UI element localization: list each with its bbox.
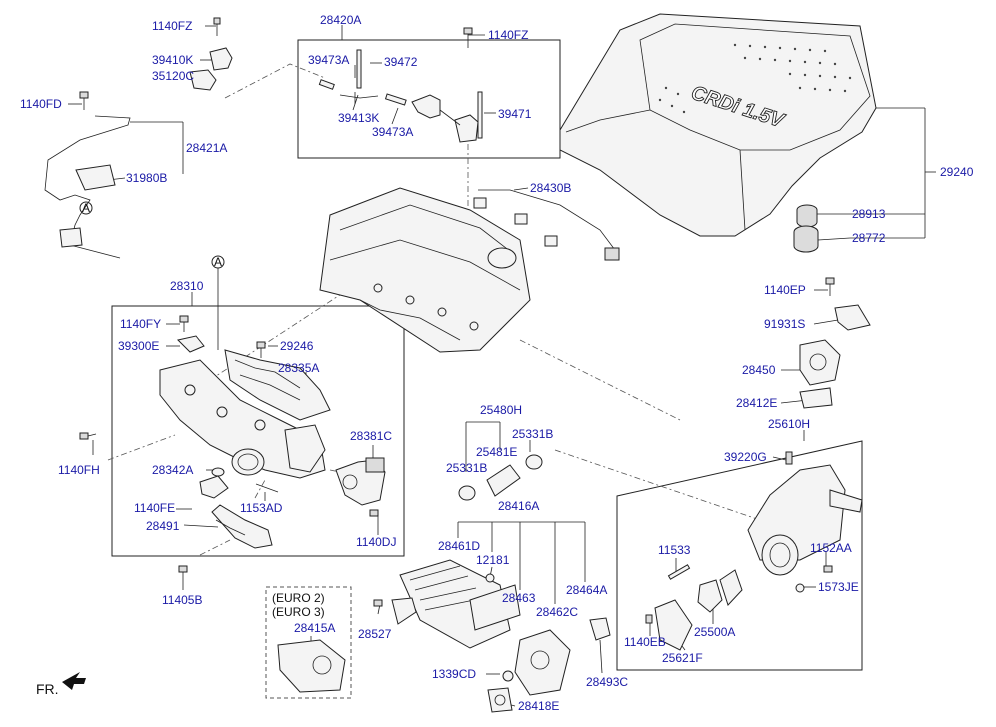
label-28464a: 28464A xyxy=(566,583,607,597)
label-1140ep: 1140EP xyxy=(764,283,806,297)
label-11405b: 11405B xyxy=(162,593,202,607)
label-11533: 11533 xyxy=(658,543,691,557)
ref-circle-a2 xyxy=(211,255,225,269)
label-25480h: 25480H xyxy=(480,403,522,417)
label-28421a: 28421A xyxy=(186,141,227,155)
label-1140fd: 1140FD xyxy=(20,97,62,111)
sensor-parts xyxy=(79,17,233,110)
label-39410k: 39410K xyxy=(152,53,193,67)
label-25610h: 25610H xyxy=(768,417,810,431)
label-1153ad: 1153AD xyxy=(240,501,283,515)
label-1140fz-b: 1140FZ xyxy=(488,28,528,42)
label-1140dj: 1140DJ xyxy=(356,535,396,549)
label-28430b: 28430B xyxy=(530,181,571,195)
egr-valve-thermostat xyxy=(645,277,871,651)
label-39473a-a: 39473A xyxy=(308,53,349,67)
box-28310 xyxy=(111,305,405,557)
label-28527: 28527 xyxy=(358,627,392,641)
label-28335a: 28335A xyxy=(278,361,319,375)
label-28412e: 28412E xyxy=(736,396,777,410)
label-91931s: 91931S xyxy=(764,317,805,331)
label-28342a: 28342A xyxy=(152,463,193,477)
front-arrow: FR. xyxy=(36,672,86,697)
label-39220g: 39220G xyxy=(724,450,767,464)
label-39473a-b: 39473A xyxy=(372,125,413,139)
label-1140eb: 1140EB xyxy=(624,635,666,649)
label-1140fz-a: 1140FZ xyxy=(152,19,192,33)
box-25610h xyxy=(616,440,863,671)
label-28461d: 28461D xyxy=(438,539,480,553)
label-25331b-a: 25331B xyxy=(512,427,553,441)
label-29240: 29240 xyxy=(940,165,974,179)
egr-cooler xyxy=(277,559,611,713)
label-1152aa: 1152AA xyxy=(810,541,852,555)
label-25621f: 25621F xyxy=(662,651,703,665)
label-28450: 28450 xyxy=(742,363,776,377)
box-euro xyxy=(265,586,352,699)
label-25481e: 25481E xyxy=(476,445,517,459)
label-1573je: 1573JE xyxy=(818,580,859,594)
label-1339cd: 1339CD xyxy=(432,667,476,681)
label-25500a: 25500A xyxy=(694,625,735,639)
label-euro3: (EURO 3) xyxy=(272,605,325,619)
label-28420a: 28420A xyxy=(320,13,361,27)
label-35120c: 35120C xyxy=(152,69,194,83)
part-labels: 1140FZ 39410K 35120C 1140FD 28421A 31980… xyxy=(20,13,974,713)
label-12181: 12181 xyxy=(476,553,510,567)
ref-a2-label: A xyxy=(214,255,222,269)
label-39413k: 39413K xyxy=(338,111,379,125)
label-28462c: 28462C xyxy=(536,605,578,619)
label-28491: 28491 xyxy=(146,519,180,533)
cylinder-head xyxy=(319,187,531,353)
label-31980b: 31980B xyxy=(126,171,167,185)
label-29246: 29246 xyxy=(280,339,314,353)
label-25331b-b: 25331B xyxy=(446,461,487,475)
ref-a1-label: A xyxy=(82,201,90,215)
tube-28421a: A xyxy=(44,115,131,259)
exhaust-manifold: A xyxy=(79,255,386,573)
cover-dots xyxy=(658,43,852,114)
label-28381c: 28381C xyxy=(350,429,392,443)
fr-label: FR. xyxy=(36,681,59,697)
label-28463: 28463 xyxy=(502,591,536,605)
label-28913: 28913 xyxy=(852,207,886,221)
label-1140fe: 1140FE xyxy=(134,501,175,515)
box-28420a-parts xyxy=(318,27,483,143)
label-39300e: 39300E xyxy=(118,339,159,353)
label-28493c: 28493C xyxy=(586,675,628,689)
label-28415a: 28415A xyxy=(294,621,335,635)
label-28772: 28772 xyxy=(852,231,886,245)
label-28310: 28310 xyxy=(170,279,204,293)
grommet-28772 xyxy=(793,225,819,253)
label-39471: 39471 xyxy=(498,107,532,121)
grommet-28913 xyxy=(796,204,818,228)
engine-cover: CRDi 1.5V xyxy=(559,13,877,253)
label-28416a: 28416A xyxy=(498,499,539,513)
box-28420a xyxy=(297,39,561,159)
label-1140fy: 1140FY xyxy=(120,317,161,331)
harness-28430b xyxy=(473,189,620,261)
hose-25480h xyxy=(458,454,543,501)
label-39472: 39472 xyxy=(384,55,418,69)
label-euro2: (EURO 2) xyxy=(272,591,325,605)
label-1140fh: 1140FH xyxy=(58,463,100,477)
ref-circle-a1 xyxy=(79,201,93,215)
label-28418e: 28418E xyxy=(518,699,559,713)
